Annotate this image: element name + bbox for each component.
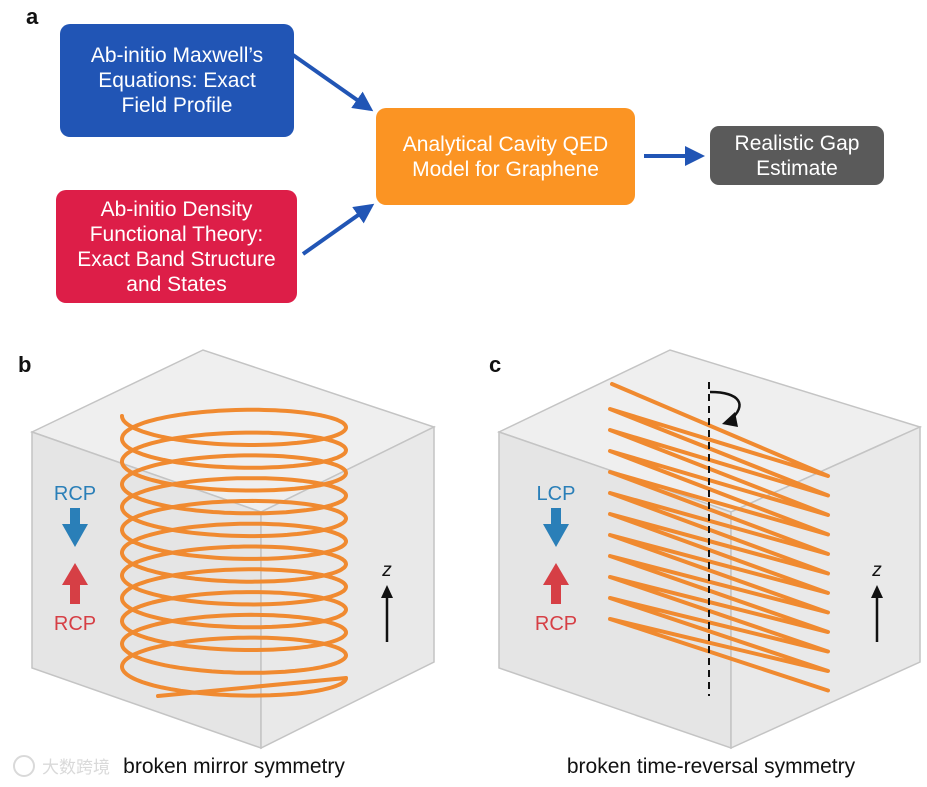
panel-label-b: b (18, 352, 32, 377)
rotation-arrowhead-icon (722, 412, 738, 427)
z-axis-arrow-icon (871, 585, 883, 642)
maxwell-line-3: Field Profile (121, 94, 233, 117)
zigzag-coil (608, 382, 830, 693)
dft-line-3: Exact Band Structure (77, 247, 276, 271)
up-arrow-icon (543, 563, 569, 604)
gap-line-1: Realistic Gap (734, 131, 860, 155)
arrow-maxwell-to-qed (291, 53, 374, 112)
panel-label-c: c (489, 352, 502, 377)
down-arrow-icon (62, 508, 88, 547)
down-arrow-icon (543, 508, 569, 547)
up-arrow-icon (62, 563, 88, 604)
qed-line-1: Analytical Cavity QED (402, 132, 609, 156)
watermark-text: 大数跨境 (42, 758, 110, 777)
dft-line-4: and States (126, 272, 227, 296)
qed-line-2: Model for Graphene (412, 157, 599, 181)
panel-c-bottom-label: RCP (535, 613, 577, 635)
panel-b-axis-label: z (381, 560, 392, 581)
maxwell-box: Ab-initio Maxwell’s Equations: Exact Fie… (60, 24, 294, 137)
dft-box: Ab-initio Density Functional Theory: Exa… (56, 190, 297, 303)
dft-line-2: Functional Theory: (89, 222, 264, 246)
arrow-dft-to-qed (301, 203, 375, 256)
panel-c-top-label: LCP (537, 483, 576, 505)
panel-b-caption: broken mirror symmetry (123, 755, 345, 778)
helix-coil (120, 407, 348, 698)
qed-model-box: Analytical Cavity QED Model for Graphene (376, 108, 635, 205)
panel-c-caption: broken time-reversal symmetry (566, 755, 856, 778)
dft-line-1: Ab-initio Density (100, 197, 253, 221)
maxwell-line-2: Equations: Exact (98, 69, 256, 92)
z-axis-arrow-icon (381, 585, 393, 642)
panel-label-a: a (26, 4, 39, 29)
panel-b-top-label: RCP (54, 483, 96, 505)
gap-line-2: Estimate (756, 156, 838, 180)
panel-b-bottom-label: RCP (54, 613, 96, 635)
gap-estimate-box: Realistic Gap Estimate (710, 126, 884, 185)
maxwell-line-1: Ab-initio Maxwell’s (90, 44, 264, 67)
watermark: 大数跨境 (13, 755, 110, 777)
panel-c-axis-label: z (871, 560, 882, 581)
